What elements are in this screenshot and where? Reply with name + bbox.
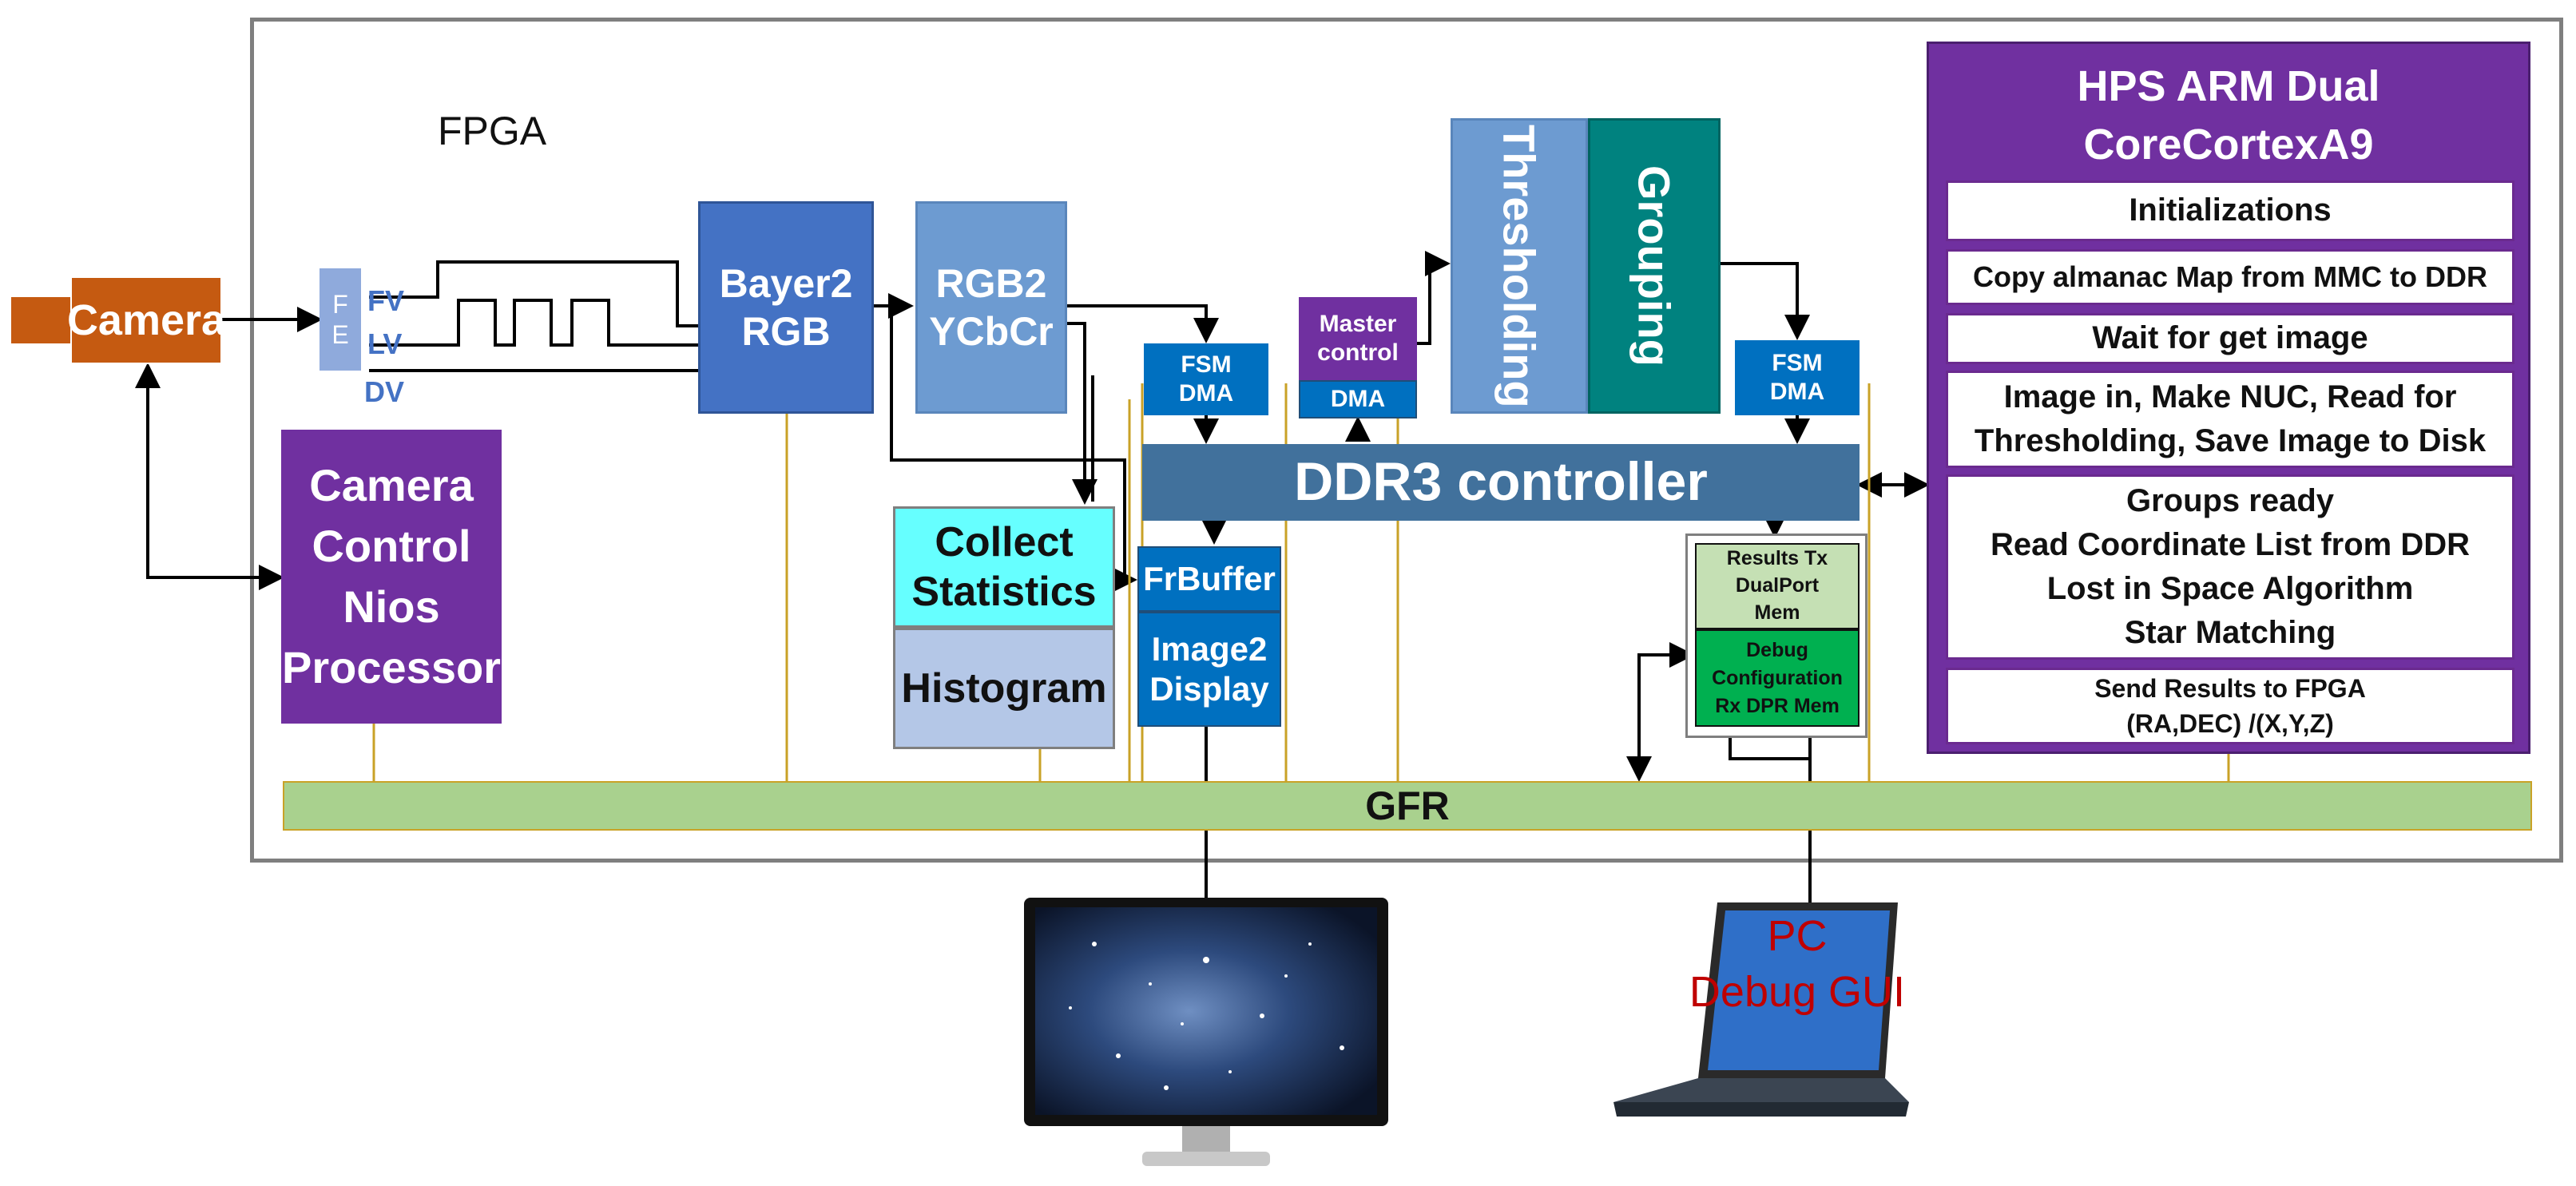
bayer2rgb-block: Bayer2 RGB bbox=[698, 201, 874, 414]
hps-item-image-line-1: Image in, Make NUC, Read for bbox=[2003, 379, 2457, 415]
master-dma-label: DMA bbox=[1330, 386, 1386, 412]
pc-line-1: PC bbox=[1767, 911, 1828, 960]
hps-item-groups-ready: Groups ready Read Coordinate List from D… bbox=[1946, 474, 2514, 660]
results-tx-block: Results Tx DualPort Mem bbox=[1695, 543, 1860, 629]
monitor-icon bbox=[1024, 898, 1388, 1166]
thresholding-block: Thresholding bbox=[1451, 118, 1588, 414]
image2display-line-2: Display bbox=[1149, 670, 1269, 708]
dv-label: DV bbox=[364, 375, 405, 408]
master-dma-block: DMA bbox=[1299, 380, 1417, 418]
fe-top-label: F bbox=[332, 289, 348, 319]
camera-label: Camera bbox=[66, 296, 226, 344]
image2display-line-1: Image2 bbox=[1151, 629, 1268, 668]
image2display-block: Image2 Display bbox=[1137, 612, 1281, 727]
frbuffer-label: FrBuffer bbox=[1143, 559, 1276, 597]
debug-line-3: Rx DPR Mem bbox=[1715, 694, 1840, 717]
hps-title: HPS ARM Dual CoreCortexA9 bbox=[1927, 56, 2530, 176]
gfr-bus: GFR bbox=[283, 781, 2532, 831]
fpga-label: FPGA bbox=[438, 109, 547, 153]
nios-line-3: Nios bbox=[343, 581, 440, 632]
fv-label: FV bbox=[367, 284, 405, 317]
hps-item-groups-line-1: Groups ready bbox=[2125, 482, 2335, 518]
ddr3-controller-block: DDR3 controller bbox=[1142, 444, 1860, 521]
lv-label: LV bbox=[367, 327, 403, 360]
collect-line-1: Collect bbox=[935, 518, 1074, 565]
master-control-block: Master control bbox=[1299, 297, 1417, 380]
results-line-2: DualPort bbox=[1735, 574, 1820, 597]
grouping-block: Grouping bbox=[1588, 118, 1721, 414]
hps-item-groups-line-2: Read Coordinate List from DDR bbox=[1990, 526, 2471, 562]
grouping-label: Grouping bbox=[1629, 165, 1680, 367]
rgb2-line-2: YCbCr bbox=[929, 309, 1054, 354]
results-line-3: Mem bbox=[1754, 601, 1800, 624]
fsm-dma-right-line-1: FSM bbox=[1772, 350, 1823, 376]
hps-item-copy-almanac: Copy almanac Map from MMC to DDR bbox=[1946, 249, 2514, 305]
hps-item-image-line-2: Thresholding, Save Image to Disk bbox=[1974, 423, 2487, 458]
collect-statistics-block: Collect Statistics bbox=[893, 506, 1115, 628]
results-line-1: Results Tx bbox=[1726, 547, 1828, 570]
hps-item-groups-line-3: Lost in Space Algorithm bbox=[2046, 571, 2414, 606]
hps-item-initializations-label: Initializations bbox=[2129, 192, 2332, 228]
hps-item-groups-line-4: Star Matching bbox=[2124, 615, 2336, 651]
hps-item-image-in: Image in, Make NUC, Read for Thresholdin… bbox=[1946, 371, 2514, 468]
hps-item-wait: Wait for get image bbox=[1946, 313, 2514, 364]
hps-title-line-2: CoreCortexA9 bbox=[2083, 121, 2374, 169]
hps-item-copy-label: Copy almanac Map from MMC to DDR bbox=[1972, 260, 2488, 294]
fsm-dma-left-line-2: DMA bbox=[1178, 380, 1234, 407]
fsm-dma-right-line-2: DMA bbox=[1769, 379, 1825, 405]
pc-line-2: Debug GUI bbox=[1689, 968, 1906, 1016]
rgb2-line-1: RGB2 bbox=[935, 261, 1047, 306]
fsm-dma-left-line-1: FSM bbox=[1181, 351, 1232, 378]
hps-title-line-1: HPS ARM Dual bbox=[2077, 62, 2380, 111]
hps-item-send-line-1: Send Results to FPGA bbox=[2094, 673, 2366, 703]
master-line-1: Master bbox=[1319, 311, 1397, 337]
nios-line-1: Camera bbox=[309, 459, 474, 510]
histogram-label: Histogram bbox=[901, 664, 1107, 712]
hps-item-initializations: Initializations bbox=[1946, 180, 2514, 241]
master-line-2: control bbox=[1317, 339, 1399, 366]
nios-line-2: Control bbox=[312, 520, 471, 571]
pc-debug-gui-label: PC Debug GUI bbox=[1661, 904, 1933, 1024]
ddr3-label: DDR3 controller bbox=[1294, 451, 1708, 513]
debug-line-1: Debug bbox=[1746, 638, 1808, 661]
debug-configuration-block: Debug Configuration Rx DPR Mem bbox=[1695, 629, 1860, 727]
fe-box: F E bbox=[320, 268, 361, 371]
hps-item-send-line-2: (RA,DEC) /(X,Y,Z) bbox=[2126, 709, 2334, 738]
hps-item-wait-label: Wait for get image bbox=[2092, 320, 2368, 356]
camera-block-main: Camera bbox=[66, 276, 226, 364]
thresholding-label: Thresholding bbox=[1494, 124, 1545, 408]
frbuffer-block: FrBuffer bbox=[1137, 546, 1281, 612]
collect-line-2: Statistics bbox=[911, 569, 1097, 615]
rgb2ycbcr-block: RGB2 YCbCr bbox=[915, 201, 1067, 414]
histogram-block: Histogram bbox=[893, 628, 1115, 749]
fsm-dma-left-block: FSM DMA bbox=[1144, 343, 1268, 415]
nios-line-4: Processor bbox=[282, 642, 501, 693]
bayer-line-1: Bayer2 bbox=[719, 261, 853, 306]
bayer-line-2: RGB bbox=[741, 309, 831, 354]
gfr-label: GFR bbox=[1365, 783, 1450, 828]
debug-line-2: Configuration bbox=[1712, 666, 1843, 689]
hps-item-send-results: Send Results to FPGA (RA,DEC) /(X,Y,Z) bbox=[1946, 668, 2514, 744]
camera-control-nios-block: Camera Control Nios Processor bbox=[281, 430, 502, 724]
fsm-dma-right-block: FSM DMA bbox=[1735, 340, 1860, 415]
laptop-icon bbox=[1613, 902, 1909, 1117]
fe-bottom-label: E bbox=[331, 320, 349, 349]
